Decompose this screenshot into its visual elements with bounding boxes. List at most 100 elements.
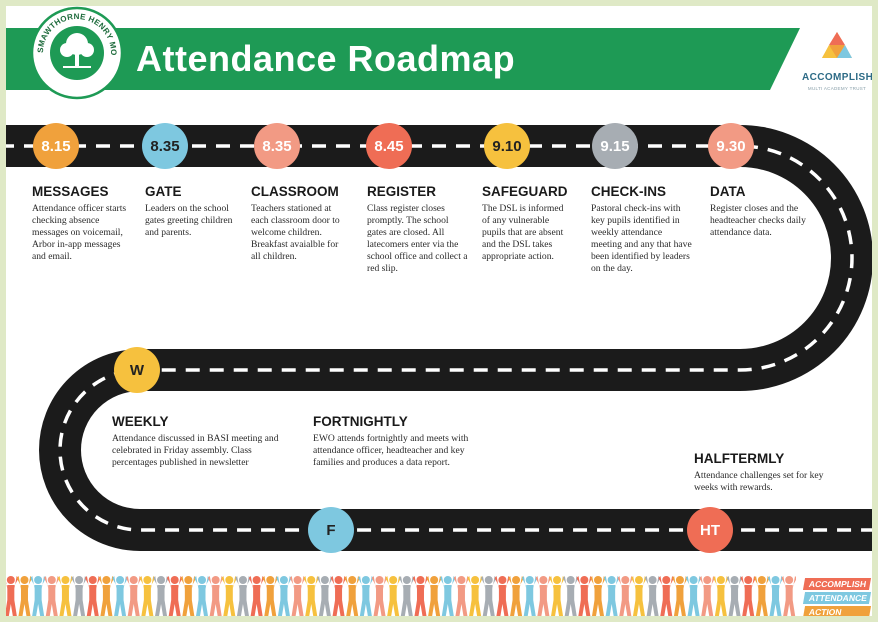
person-icon bbox=[180, 576, 197, 616]
accomplish-triangle-icon bbox=[822, 32, 852, 58]
badge-line-1: ACCOMPLISH bbox=[802, 578, 872, 590]
person-icon bbox=[84, 576, 101, 616]
person-icon bbox=[371, 576, 388, 616]
person-icon bbox=[248, 576, 265, 616]
person-icon bbox=[235, 576, 251, 616]
person-icon bbox=[726, 576, 743, 616]
person-icon bbox=[153, 576, 169, 616]
person-icon bbox=[221, 576, 238, 616]
person-icon bbox=[57, 576, 74, 616]
section-fortnightly: FORTNIGHTLY EWO attends fortnightly and … bbox=[313, 414, 475, 469]
section-text: Class register closes promptly. The scho… bbox=[367, 203, 468, 275]
person-icon bbox=[276, 576, 292, 616]
person-icon bbox=[508, 576, 524, 616]
stop-weekly-badge: W bbox=[114, 347, 160, 393]
trust-name: ACCOMPLISH bbox=[802, 72, 874, 83]
person-icon bbox=[467, 576, 483, 616]
section-checkins: CHECK-INS Pastoral check-ins with key pu… bbox=[591, 184, 695, 276]
person-icon bbox=[30, 576, 46, 616]
person-icon bbox=[590, 576, 606, 616]
stop-safeguard-badge: 9.10 bbox=[484, 123, 530, 169]
section-title: GATE bbox=[145, 184, 182, 199]
section-text: Register closes and the headteacher chec… bbox=[710, 203, 806, 239]
person-icon bbox=[699, 576, 716, 616]
section-title: CHECK-INS bbox=[591, 184, 667, 199]
person-icon bbox=[399, 576, 415, 616]
person-icon bbox=[685, 576, 702, 616]
badge-line-3: ACTION bbox=[802, 606, 872, 618]
person-icon bbox=[521, 576, 538, 616]
section-classroom: CLASSROOM Teachers stationed at each cla… bbox=[251, 184, 349, 263]
person-icon bbox=[576, 576, 593, 616]
section-text: The DSL is informed of any vulnerable pu… bbox=[482, 203, 564, 263]
section-register: REGISTER Class register closes promptly.… bbox=[367, 184, 469, 276]
person-icon bbox=[426, 576, 442, 616]
person-icon bbox=[713, 576, 729, 616]
person-icon bbox=[658, 576, 675, 616]
section-title: WEEKLY bbox=[112, 414, 169, 429]
person-icon bbox=[330, 576, 347, 616]
person-icon bbox=[317, 576, 333, 616]
section-messages: MESSAGES Attendance officer starts check… bbox=[32, 184, 132, 263]
section-title: FORTNIGHTLY bbox=[313, 414, 408, 429]
section-text: Attendance officer starts checking absen… bbox=[32, 203, 127, 263]
person-icon bbox=[289, 576, 306, 616]
trust-subtitle: MULTI ACADEMY TRUST bbox=[807, 86, 867, 91]
person-icon bbox=[16, 576, 33, 616]
person-icon bbox=[439, 576, 456, 616]
person-icon bbox=[781, 576, 796, 616]
person-icon bbox=[631, 576, 647, 616]
stop-fortnightly-badge: F bbox=[308, 507, 354, 553]
person-icon bbox=[672, 576, 688, 616]
person-icon bbox=[262, 576, 279, 616]
stop-halftermly-badge: HT bbox=[687, 507, 733, 553]
person-icon bbox=[4, 576, 19, 616]
person-icon bbox=[480, 576, 497, 616]
person-icon bbox=[453, 576, 470, 616]
person-icon bbox=[358, 576, 374, 616]
person-icon bbox=[385, 576, 401, 616]
section-weekly: WEEKLY Attendance discussed in BASI meet… bbox=[112, 414, 292, 469]
person-icon bbox=[303, 576, 320, 616]
person-icon bbox=[767, 576, 784, 616]
accomplish-attendance-action-badge: ACCOMPLISH ATTENDANCE ACTION bbox=[802, 578, 872, 620]
stop-register-badge: 8.45 bbox=[366, 123, 412, 169]
stop-classroom-badge: 8.35 bbox=[254, 123, 300, 169]
person-icon bbox=[562, 576, 579, 616]
section-title: DATA bbox=[710, 184, 746, 199]
person-icon bbox=[139, 576, 156, 616]
section-halftermly: HALFTERMLY Attendance challenges set for… bbox=[694, 451, 844, 494]
section-safeguard: SAFEGUARD The DSL is informed of any vul… bbox=[482, 184, 572, 263]
section-data: DATA Register closes and the headteacher… bbox=[710, 184, 812, 239]
stop-data-badge: 9.30 bbox=[708, 123, 754, 169]
person-icon bbox=[754, 576, 770, 616]
section-text: Attendance challenges set for key weeks … bbox=[694, 470, 824, 494]
section-text: Leaders on the school gates greeting chi… bbox=[145, 203, 233, 239]
person-icon bbox=[494, 576, 511, 616]
person-icon bbox=[412, 576, 429, 616]
people-chain-icon bbox=[4, 576, 796, 616]
person-icon bbox=[344, 576, 361, 616]
stop-messages-badge: 8.15 bbox=[33, 123, 79, 169]
person-icon bbox=[617, 576, 634, 616]
section-title: REGISTER bbox=[367, 184, 437, 199]
stop-gate-badge: 8.35 bbox=[142, 123, 188, 169]
section-text: Teachers stationed at each classroom doo… bbox=[251, 203, 340, 263]
school-logo-icon: SMAWTHORNE HENRY MOORE ACADEMY bbox=[30, 6, 124, 100]
person-icon bbox=[535, 576, 552, 616]
person-icon bbox=[112, 576, 128, 616]
person-icon bbox=[43, 576, 60, 616]
person-icon bbox=[125, 576, 142, 616]
person-icon bbox=[71, 576, 87, 616]
person-icon bbox=[98, 576, 115, 616]
badge-line-2: ATTENDANCE bbox=[802, 592, 872, 604]
stop-checkins-badge: 9.15 bbox=[592, 123, 638, 169]
person-icon bbox=[603, 576, 620, 616]
person-icon bbox=[207, 576, 224, 616]
section-title: CLASSROOM bbox=[251, 184, 339, 199]
person-icon bbox=[644, 576, 661, 616]
person-icon bbox=[166, 576, 183, 616]
section-text: Pastoral check-ins with key pupils ident… bbox=[591, 203, 692, 275]
person-icon bbox=[194, 576, 210, 616]
